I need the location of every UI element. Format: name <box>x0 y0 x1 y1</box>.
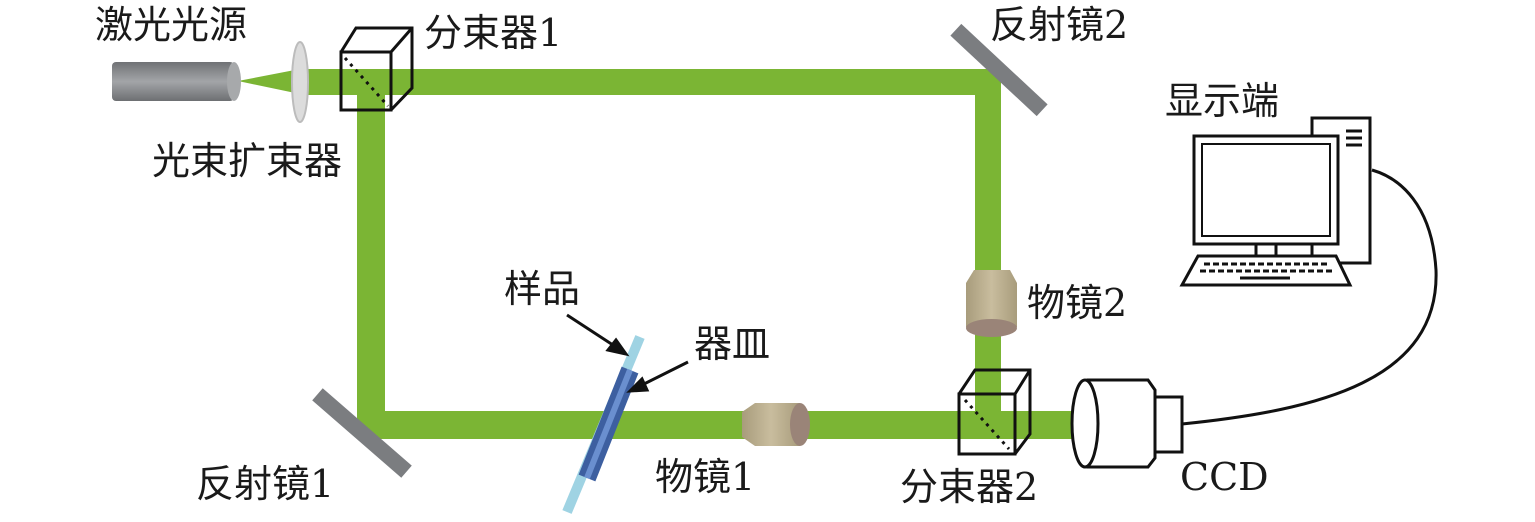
label-display: 显示端 <box>1165 79 1280 123</box>
objective-1-icon <box>742 403 810 446</box>
beam-splitter-2-icon <box>957 368 1032 456</box>
label-laser-source: 激光光源 <box>95 3 248 47</box>
beam-splitter-1-icon <box>339 26 414 112</box>
label-sample: 样品 <box>504 267 581 311</box>
pointer-arrows <box>566 313 689 393</box>
label-objective-1: 物镜1 <box>655 455 756 499</box>
label-mirror-2: 反射镜2 <box>990 3 1129 47</box>
label-objective-2: 物镜2 <box>1027 281 1128 325</box>
laser-beam-path <box>238 69 1085 439</box>
label-dish: 器皿 <box>694 322 771 366</box>
computer-display-icon <box>1179 116 1372 287</box>
objective-2-icon <box>966 270 1017 337</box>
beam-expander-lens-icon <box>291 41 309 123</box>
ccd-camera-icon <box>1070 378 1184 469</box>
mirror-1-icon <box>312 388 412 478</box>
label-beam-splitter-1: 分束器1 <box>424 11 563 55</box>
laser-source-icon <box>112 62 241 101</box>
label-ccd: CCD <box>1180 455 1269 499</box>
label-beam-splitter-2: 分束器2 <box>900 465 1039 509</box>
label-beam-expander: 光束扩束器 <box>152 139 343 183</box>
sample-dish-icon <box>562 335 645 514</box>
label-mirror-1: 反射镜1 <box>196 462 335 506</box>
cable <box>1181 168 1438 426</box>
mirror-2-icon <box>950 23 1048 117</box>
